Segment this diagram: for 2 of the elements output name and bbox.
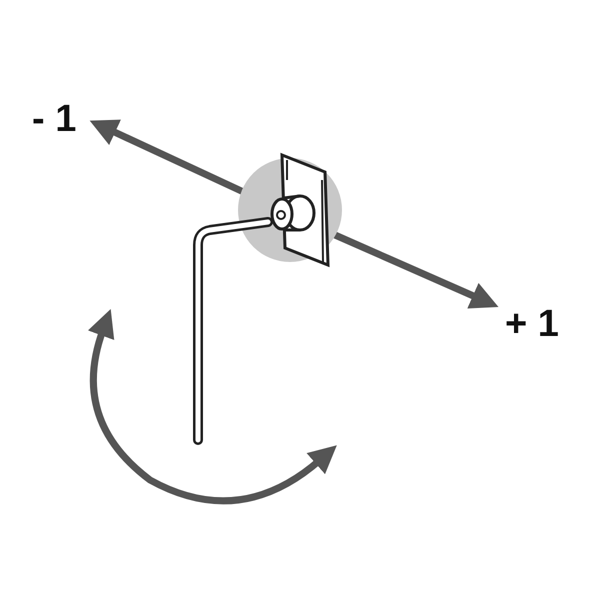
adjustment-value-label: - 1 bbox=[32, 100, 76, 138]
adjustment-value-label: + 1 bbox=[505, 305, 559, 343]
